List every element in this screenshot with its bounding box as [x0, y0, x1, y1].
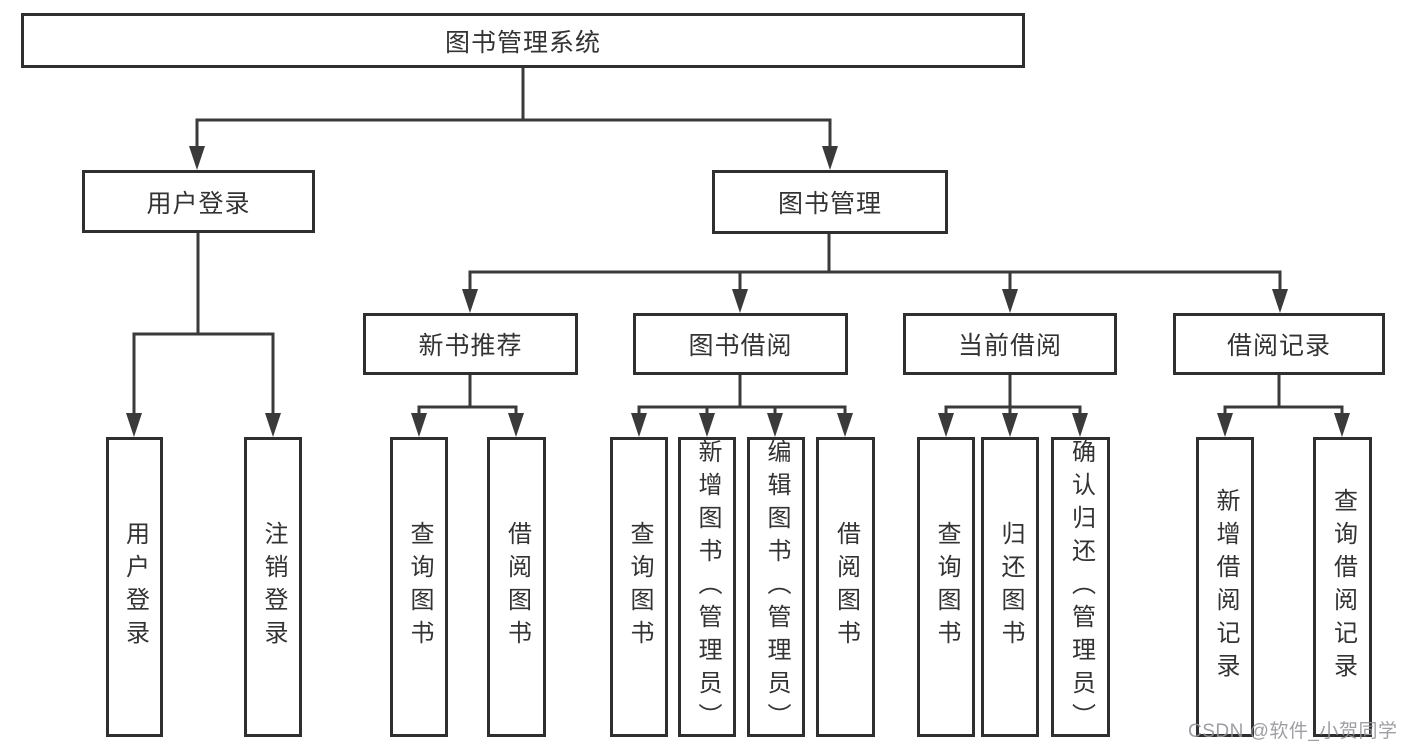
- node-book-borrow: 图书借阅: [633, 313, 848, 375]
- leaf-recommend-borrow-book: 借阅图书: [487, 437, 546, 737]
- leaf-borrow-query-book-label: 查询图书: [626, 521, 653, 653]
- leaf-query-borrow-record: 查询借阅记录: [1313, 437, 1372, 737]
- node-new-book-recommend-label: 新书推荐: [418, 332, 523, 360]
- leaf-edit-book-admin-label: 编辑图书（管理员）: [763, 438, 790, 736]
- leaf-recommend-query-book-label: 查询图书: [406, 521, 433, 653]
- leaf-borrow-book-label: 借阅图书: [832, 521, 860, 653]
- leaf-add-book-admin: 新增图书（管理员）: [678, 437, 736, 737]
- leaf-user-login: 用户登录: [106, 437, 163, 737]
- leaf-query-borrow-record-label: 查询借阅记录: [1329, 488, 1357, 686]
- leaf-confirm-return-admin: 确认归还（管理员）: [1051, 437, 1110, 737]
- node-borrow-record-label: 借阅记录: [1226, 332, 1331, 360]
- node-current-borrow: 当前借阅: [903, 313, 1117, 375]
- arrowheads: [126, 146, 1350, 437]
- node-book-management-label: 图书管理: [777, 190, 882, 218]
- leaf-add-book-admin-label: 新增图书（管理员）: [694, 438, 721, 736]
- leaf-user-login-label: 用户登录: [121, 521, 149, 653]
- leaf-edit-book-admin: 编辑图书（管理员）: [747, 437, 805, 737]
- leaf-add-borrow-record: 新增借阅记录: [1196, 437, 1254, 737]
- node-book-borrow-label: 图书借阅: [688, 332, 793, 360]
- node-book-management: 图书管理: [712, 170, 948, 234]
- node-new-book-recommend: 新书推荐: [363, 313, 578, 375]
- leaf-current-query-book-label: 查询图书: [933, 521, 960, 653]
- node-current-borrow-label: 当前借阅: [957, 332, 1062, 360]
- node-user-login-label: 用户登录: [146, 189, 251, 218]
- leaf-add-borrow-record-label: 新增借阅记录: [1212, 488, 1239, 686]
- leaf-logout: 注销登录: [244, 437, 302, 737]
- leaf-return-book: 归还图书: [981, 437, 1039, 737]
- leaf-current-query-book: 查询图书: [917, 437, 975, 737]
- csdn-watermark: CSDN @软件_小贺同学: [1188, 721, 1398, 742]
- leaf-return-book-label: 归还图书: [997, 521, 1024, 653]
- leaf-logout-label: 注销登录: [260, 521, 287, 653]
- node-borrow-record: 借阅记录: [1173, 313, 1385, 375]
- leaf-borrow-book: 借阅图书: [816, 437, 875, 737]
- leaf-recommend-query-book: 查询图书: [390, 437, 448, 737]
- leaf-recommend-borrow-book-label: 借阅图书: [503, 521, 531, 653]
- leaf-confirm-return-admin-label: 确认归还（管理员）: [1067, 438, 1095, 736]
- node-user-login: 用户登录: [82, 170, 315, 233]
- node-root: 图书管理系统: [21, 13, 1025, 68]
- leaf-borrow-query-book: 查询图书: [610, 437, 668, 737]
- node-root-label: 图书管理系统: [444, 28, 601, 57]
